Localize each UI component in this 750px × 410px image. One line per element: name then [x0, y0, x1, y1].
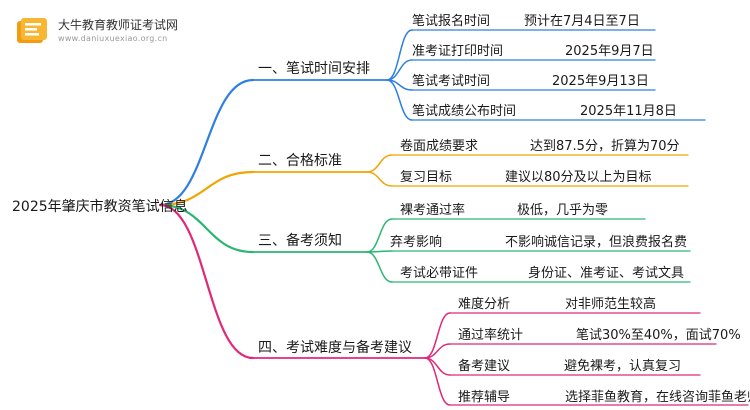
leaf-connector [424, 312, 451, 359]
leaf-value: 不影响诚信记录，但浪费报名费 [505, 235, 688, 250]
book-logo-icon [17, 18, 47, 43]
site-logo: 大牛教育教师证考试网 www.daniuxuexiao.org.cn [14, 14, 224, 50]
branch-connector [158, 203, 255, 360]
leaf-value: 2025年11月8日 [580, 104, 677, 119]
root-topic: 2025年肇庆市教资笔试信息 [12, 199, 188, 215]
leaf-label: 笔试考试时间 [412, 74, 491, 89]
leaf-connector [366, 154, 393, 173]
branch-connector [158, 203, 255, 254]
leaf-value: 极低，几乎为零 [517, 203, 609, 218]
leaf-value: 选择菲鱼教育，在线咨询菲鱼老师 [565, 390, 750, 405]
leaf-label: 笔试报名时间 [412, 14, 491, 29]
branch-connector [158, 78, 255, 207]
leaf-value: 2025年9月13日 [552, 74, 649, 89]
leaf-label: 难度分析 [458, 297, 511, 312]
leaf-value: 身份证、准考证、考试文具 [528, 266, 685, 281]
leaf-label: 通过率统计 [458, 328, 524, 343]
leaf-value: 避免裸考，认真复习 [564, 359, 682, 374]
leaf-connector [386, 29, 413, 81]
leaf-connector [366, 171, 393, 187]
leaf-label: 备考建议 [458, 359, 511, 374]
leaf-connector [366, 218, 393, 253]
leaf-connector [386, 59, 413, 81]
leaf-label: 准考证打印时间 [412, 44, 504, 59]
leaf-label: 笔试成绩公布时间 [412, 104, 517, 119]
branch-title-exam-schedule: 一、笔试时间安排 [258, 61, 370, 77]
leaf-label: 考试必带证件 [400, 266, 479, 281]
branch-title-prep-notes: 三、备考须知 [258, 233, 342, 249]
leaf-label: 卷面成绩要求 [400, 139, 479, 154]
logo-site-name: 大牛教育教师证考试网 [58, 18, 179, 32]
leaf-connector [366, 251, 393, 283]
leaf-connector [424, 357, 451, 406]
leaf-value: 笔试30%至40%，面试70% [576, 328, 741, 343]
logo-site-url: www.daniuxuexiao.org.cn [58, 34, 168, 43]
leaf-label: 裸考通过率 [400, 203, 466, 218]
leaf-label: 推荐辅导 [458, 390, 511, 405]
leaf-connector [386, 79, 413, 121]
leaf-value: 达到87.5分，折算为70分 [530, 139, 680, 154]
leaf-value: 建议以80分及以上为目标 [505, 170, 652, 185]
leaf-value: 预计在7月4日至7日 [524, 14, 640, 29]
leaf-value: 2025年9月7日 [565, 44, 654, 59]
branch-title-difficulty-advice: 四、考试难度与备考建议 [258, 340, 412, 356]
leaf-value: 对非师范生较高 [565, 297, 657, 312]
branch-title-pass-standard: 二、合格标准 [258, 153, 342, 169]
leaf-label: 弃考影响 [390, 235, 443, 250]
leaf-label: 复习目标 [400, 170, 453, 185]
branch-connector [158, 170, 255, 207]
